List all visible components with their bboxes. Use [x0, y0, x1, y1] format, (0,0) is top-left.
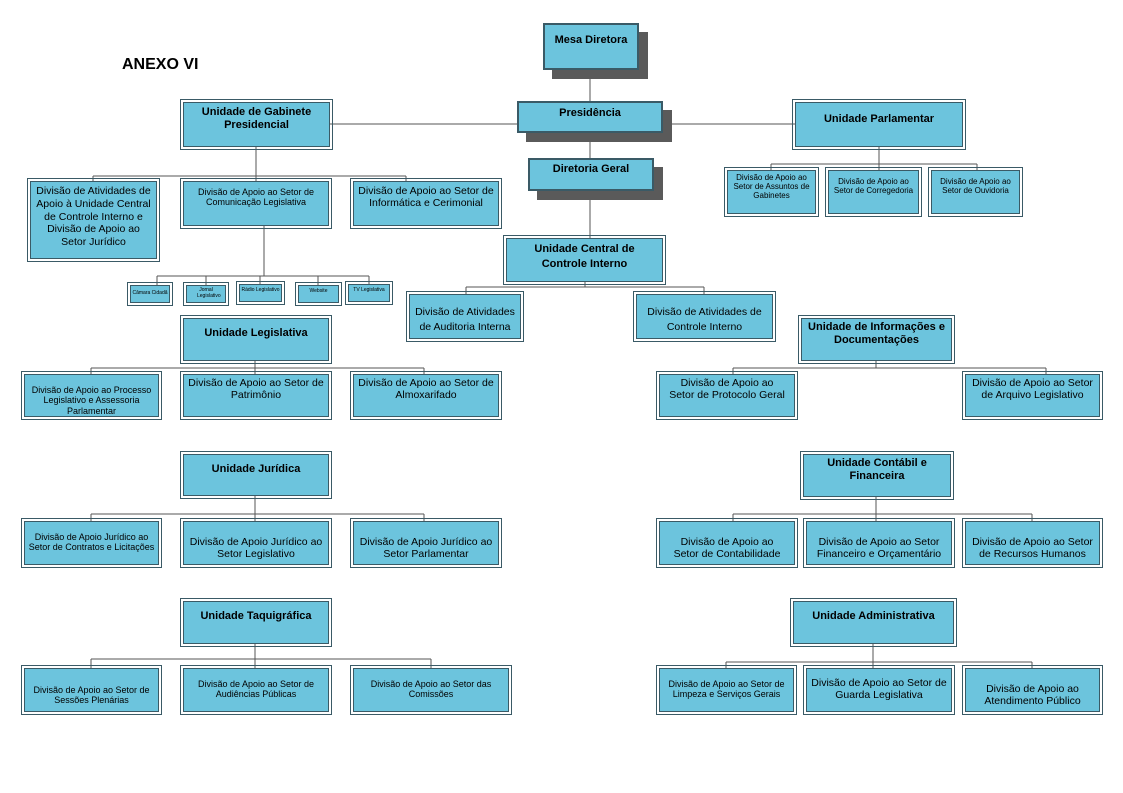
box-div-almoxarifado: Divisão de Apoio ao Setor de Almoxarifad…: [350, 371, 502, 420]
box-label: Divisão de Apoio ao Setor de Sessões Ple…: [33, 685, 150, 706]
box-div-patrimonio: Divisão de Apoio ao Setor de Patrimônio: [180, 371, 332, 420]
box-div-corregedoria: Divisão de Apoio ao Setor de Corregedori…: [825, 167, 922, 217]
box-label: Diretoria Geral: [552, 163, 630, 175]
box-div-processo: Divisão de Apoio ao Processo Legislativo…: [21, 371, 162, 420]
box-unidade-informacoes: Unidade de Informações e Documentações: [798, 315, 955, 364]
box-label: Divisão de Apoio Jurídico ao Setor de Co…: [28, 532, 155, 553]
box-label: Unidade Contábil e Financeira: [827, 457, 927, 482]
box-label: Divisão de Apoio ao Setor de Protocolo G…: [669, 377, 785, 402]
box-div-juridico-parlamentar: Divisão de Apoio Jurídico ao Setor Parla…: [350, 518, 502, 568]
box-div-guarda: Divisão de Apoio ao Setor de Guarda Legi…: [803, 665, 955, 715]
page-title: ANEXO VI: [122, 56, 199, 73]
box-unidade-controle-interno: Unidade Central de Controle Interno: [503, 235, 666, 285]
box-unidade-parlamentar: Unidade Parlamentar: [792, 99, 966, 150]
box-label: Divisão de Atividades de Apoio à Unidade…: [36, 185, 151, 249]
box-unidade-juridica: Unidade Jurídica: [180, 451, 332, 499]
box-label: Divisão de Atividades de Controle Intern…: [647, 306, 762, 333]
box-div-sessoes: Divisão de Apoio ao Setor de Sessões Ple…: [21, 665, 162, 715]
box-div-audiencias: Divisão de Apoio ao Setor de Audiências …: [180, 665, 332, 715]
box-label: Divisão de Apoio ao Setor de Audiências …: [197, 679, 315, 700]
box-tv-legislativa: TV Legislativa: [345, 281, 393, 305]
box-unidade-taquigrafica: Unidade Taquigráfica: [180, 598, 332, 647]
box-label: Mesa Diretora: [554, 34, 628, 46]
box-div-ouvidoria: Divisão de Apoio ao Setor de Ouvidoria: [928, 167, 1023, 217]
box-div-juridico-legislativo: Divisão de Apoio Jurídico ao Setor Legis…: [180, 518, 332, 568]
box-label: Divisão de Apoio Jurídico ao Setor Parla…: [359, 536, 493, 561]
box-label: Website: [309, 288, 328, 294]
box-label: Unidade Legislativa: [204, 327, 308, 339]
box-label: Unidade Taquigráfica: [200, 610, 312, 622]
box-div-informatica: Divisão de Apoio ao Setor de Informática…: [350, 178, 502, 229]
box-label: Rádio Legislativo: [241, 287, 280, 293]
box-div-atendimento: Divisão de Apoio ao Atendimento Público: [962, 665, 1103, 715]
box-div-comissoes: Divisão de Apoio ao Setor das Comissões: [350, 665, 512, 715]
box-mesa-diretora: Mesa Diretora: [543, 23, 639, 70]
box-diretoria-geral: Diretoria Geral: [528, 158, 654, 191]
box-label: Presidência: [559, 107, 621, 119]
box-unidade-administrativa: Unidade Administrativa: [790, 598, 957, 647]
box-label: Divisão de Apoio ao Setor de Contabilida…: [673, 536, 781, 561]
box-label: Divisão de Apoio ao Setor de Recursos Hu…: [972, 536, 1093, 561]
box-label: Câmara Cidadã: [132, 290, 168, 296]
box-label: Unidade Administrativa: [812, 610, 935, 622]
box-label: Divisão de Apoio ao Setor de Limpeza e S…: [668, 679, 785, 700]
box-label: Divisão de Apoio ao Setor de Arquivo Leg…: [972, 377, 1093, 402]
box-div-protocolo: Divisão de Apoio ao Setor de Protocolo G…: [656, 371, 798, 420]
box-label: Unidade Jurídica: [211, 463, 301, 475]
box-jornal-legislativo: Jornal Legislativo: [183, 282, 229, 306]
box-div-controle: Divisão de Atividades de Controle Intern…: [633, 291, 776, 342]
box-label: Unidade Parlamentar: [823, 113, 935, 125]
box-label: Divisão de Apoio ao Setor de Almoxarifad…: [358, 377, 494, 402]
box-div-auditoria: Divisão de Atividades de Auditoria Inter…: [406, 291, 524, 342]
box-presidencia: Presidência: [517, 101, 663, 133]
box-div-limpeza: Divisão de Apoio ao Setor de Limpeza e S…: [656, 665, 797, 715]
box-camara-cidada: Câmara Cidadã: [127, 282, 173, 306]
box-label: Unidade de Informações e Documentações: [808, 321, 945, 346]
box-label: Divisão de Apoio ao Setor Financeiro e O…: [816, 536, 942, 561]
box-div-contabilidade: Divisão de Apoio ao Setor de Contabilida…: [656, 518, 798, 568]
box-label: Divisão de Apoio Jurídico ao Setor Legis…: [189, 536, 323, 561]
box-label: Unidade Central de Controle Interno: [534, 243, 635, 271]
box-label: Divisão de Apoio ao Atendimento Público: [984, 683, 1081, 708]
box-label: Divisão de Apoio ao Setor de Comunicação…: [197, 187, 315, 208]
box-label: Divisão de Apoio ao Setor de Ouvidoria: [940, 177, 1011, 196]
box-label: TV Legislativa: [353, 287, 385, 293]
box-div-atividades-apoio: Divisão de Atividades de Apoio à Unidade…: [27, 178, 160, 262]
box-div-gabinetes: Divisão de Apoio ao Setor de Assuntos de…: [724, 167, 819, 217]
box-unidade-contabil: Unidade Contábil e Financeira: [800, 451, 954, 500]
box-label: Divisão de Apoio ao Setor de Corregedori…: [833, 177, 914, 196]
box-div-financeiro: Divisão de Apoio ao Setor Financeiro e O…: [803, 518, 955, 568]
box-unidade-legislativa: Unidade Legislativa: [180, 315, 332, 364]
box-label: Divisão de Apoio ao Setor de Assuntos de…: [733, 173, 810, 201]
box-label: Divisão de Apoio ao Setor de Guarda Legi…: [811, 677, 947, 702]
box-label: Divisão de Apoio ao Setor das Comissões: [370, 679, 492, 700]
box-div-contratos: Divisão de Apoio Jurídico ao Setor de Co…: [21, 518, 162, 568]
box-div-comunicacao: Divisão de Apoio ao Setor de Comunicação…: [180, 178, 332, 229]
box-website: Website: [295, 282, 342, 306]
box-radio-legislativo: Rádio Legislativo: [236, 281, 285, 305]
box-div-arquivo: Divisão de Apoio ao Setor de Arquivo Leg…: [962, 371, 1103, 420]
box-label: Divisão de Apoio ao Processo Legislativo…: [31, 385, 152, 416]
box-unidade-gabinete: Unidade de Gabinete Presidencial: [180, 99, 333, 150]
box-label: Divisão de Apoio ao Setor de Informática…: [358, 185, 494, 210]
box-div-recursos-humanos: Divisão de Apoio ao Setor de Recursos Hu…: [962, 518, 1103, 568]
box-label: Jornal Legislativo: [197, 287, 221, 299]
box-label: Divisão de Atividades de Auditoria Inter…: [415, 306, 515, 333]
box-label: Divisão de Apoio ao Setor de Patrimônio: [188, 377, 324, 402]
box-label: Unidade de Gabinete Presidencial: [201, 106, 312, 131]
